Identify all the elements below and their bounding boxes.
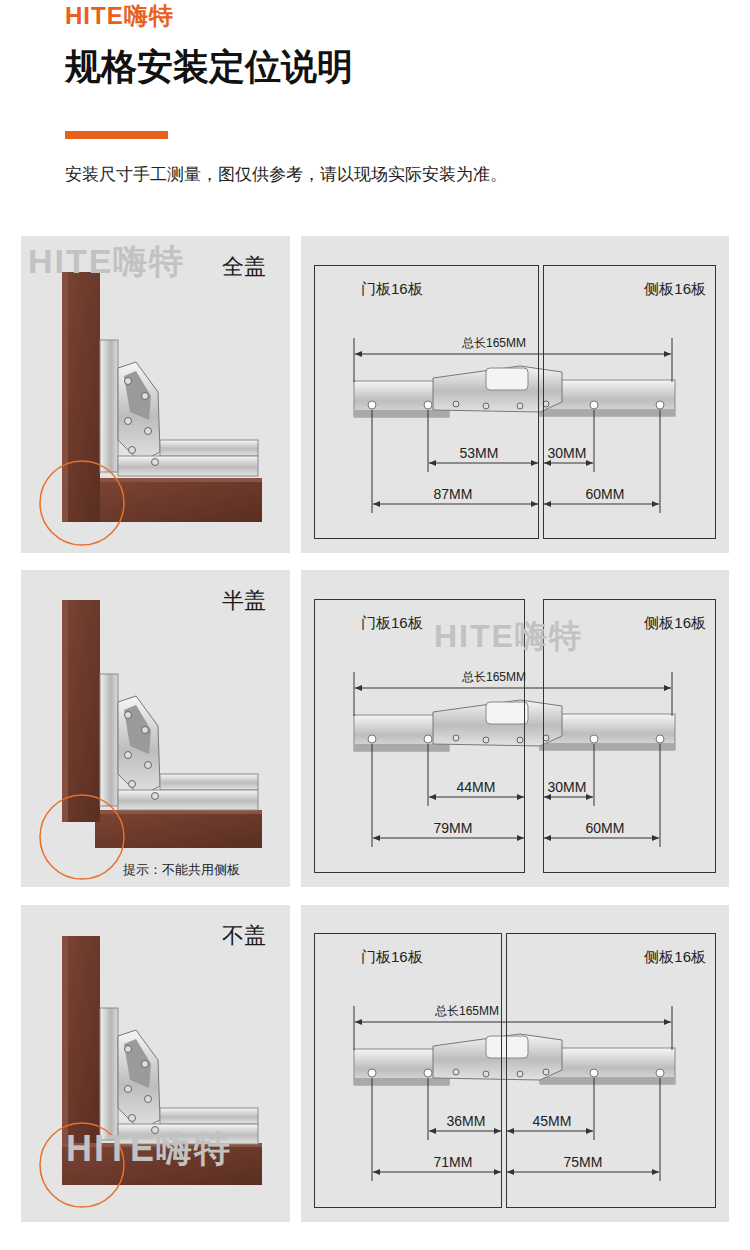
hinge-flat-view bbox=[354, 1034, 675, 1085]
door-board bbox=[62, 936, 100, 1143]
note-text: 提示：不能共用侧板 bbox=[123, 863, 240, 878]
board-box: 侧板16板 bbox=[543, 265, 716, 539]
extension-line bbox=[660, 744, 661, 847]
board-label: 门板16板 bbox=[361, 280, 423, 297]
dimension-line bbox=[429, 463, 538, 464]
photo-panel bbox=[21, 236, 290, 553]
dimension-text: 30MM bbox=[548, 779, 587, 795]
hinge-flat-view bbox=[354, 700, 675, 751]
board-edge bbox=[95, 810, 262, 814]
mount-type-label: 半盖 bbox=[222, 588, 266, 613]
highlight-circle bbox=[40, 795, 124, 879]
hinge-side-view bbox=[100, 1008, 258, 1144]
extension-line bbox=[428, 1078, 429, 1140]
board-edge bbox=[62, 936, 68, 1143]
accent-bar bbox=[65, 131, 168, 139]
extension-line bbox=[594, 744, 595, 806]
dimension-text: 44MM bbox=[457, 779, 496, 795]
watermark: HITE嗨特 bbox=[28, 242, 185, 281]
board-label: 侧板16板 bbox=[644, 614, 706, 631]
photo-panel: 不盖 bbox=[21, 905, 290, 1222]
dimension-text: 87MM bbox=[434, 486, 473, 502]
page-title: 规格安装定位说明 bbox=[65, 46, 353, 87]
photo-panel bbox=[21, 570, 290, 887]
extension-line bbox=[660, 410, 661, 513]
dimension-lines bbox=[354, 338, 672, 513]
dimension-text: 60MM bbox=[586, 820, 625, 836]
dimension-line bbox=[355, 688, 671, 689]
dimension-text: 30MM bbox=[548, 445, 587, 461]
dimension-text: 79MM bbox=[434, 820, 473, 836]
extension-line bbox=[672, 1006, 673, 1050]
extension-line bbox=[372, 410, 373, 513]
dimension-line bbox=[355, 1022, 671, 1023]
hinge-flat-view bbox=[354, 366, 675, 417]
brand-logo: HITE嗨特 bbox=[65, 2, 174, 30]
dimension-text: 总长165MM bbox=[462, 671, 526, 685]
dimension-line bbox=[429, 797, 524, 798]
extension-line bbox=[354, 338, 355, 382]
board-label: 门板16板 bbox=[361, 948, 423, 965]
extension-line bbox=[428, 410, 429, 472]
dimension-text: 60MM bbox=[586, 486, 625, 502]
dimension-line bbox=[507, 1172, 659, 1173]
dimension-text: 总长165MM bbox=[462, 337, 526, 351]
dimension-line bbox=[544, 797, 593, 798]
board-label: 侧板16板 bbox=[644, 280, 706, 297]
dimension-line bbox=[355, 354, 671, 355]
board-box: 门板16板 bbox=[314, 265, 539, 539]
mount-type-label: 全盖 bbox=[222, 254, 266, 279]
side-board bbox=[95, 812, 262, 848]
extension-line bbox=[594, 1078, 595, 1140]
board-edge bbox=[100, 478, 262, 482]
dimension-text: 36MM bbox=[447, 1113, 486, 1129]
extension-line bbox=[372, 1078, 373, 1181]
highlight-circle bbox=[40, 461, 124, 545]
dimension-line bbox=[373, 1172, 501, 1173]
drawing-panel bbox=[301, 905, 729, 1222]
mount-type-label: 不盖 bbox=[222, 923, 266, 948]
board-box: 侧板16板 bbox=[506, 933, 716, 1208]
extension-line bbox=[354, 672, 355, 716]
dimension-line bbox=[373, 504, 538, 505]
door-board bbox=[62, 272, 100, 522]
watermark: HITE嗨特 bbox=[66, 1128, 232, 1169]
dimension-text: 75MM bbox=[564, 1154, 603, 1170]
extension-line bbox=[660, 1078, 661, 1181]
photo-panel bbox=[21, 905, 290, 1222]
photo-panel: 半盖提示：不能共用侧板 bbox=[21, 570, 290, 887]
dimension-text: 总长165MM bbox=[435, 1005, 499, 1019]
dimension-text: 53MM bbox=[460, 445, 499, 461]
dimension-line bbox=[429, 1131, 501, 1132]
drawing-panel bbox=[301, 236, 729, 553]
extension-line bbox=[372, 744, 373, 847]
door-board bbox=[62, 600, 100, 822]
extension-line bbox=[594, 410, 595, 472]
dimension-line bbox=[544, 504, 659, 505]
dimension-text: 71MM bbox=[434, 1154, 473, 1170]
dimension-text: 45MM bbox=[533, 1113, 572, 1129]
dimension-lines bbox=[354, 672, 672, 847]
dimension-line bbox=[544, 838, 659, 839]
board-edge bbox=[62, 272, 68, 522]
drawing-panel bbox=[301, 570, 729, 887]
board-label: 侧板16板 bbox=[644, 948, 706, 965]
board-box: 门板16板 bbox=[314, 933, 502, 1208]
dimension-line bbox=[507, 1131, 593, 1132]
extension-line bbox=[354, 1006, 355, 1050]
dimension-line bbox=[373, 838, 524, 839]
extension-line bbox=[672, 338, 673, 382]
extension-line bbox=[672, 672, 673, 716]
page-caption: 安装尺寸手工测量，图仅供参考，请以现场实际安装为准。 bbox=[65, 165, 507, 185]
hinge-side-view bbox=[100, 340, 258, 476]
watermark: HITE嗨特 bbox=[434, 618, 583, 655]
board-edge bbox=[62, 600, 68, 822]
dimension-line bbox=[544, 463, 593, 464]
dimension-lines bbox=[354, 1006, 672, 1181]
photo-panel: 全盖 bbox=[21, 236, 290, 553]
board-label: 门板16板 bbox=[361, 614, 423, 631]
hinge-side-view bbox=[100, 674, 258, 810]
extension-line bbox=[428, 744, 429, 806]
